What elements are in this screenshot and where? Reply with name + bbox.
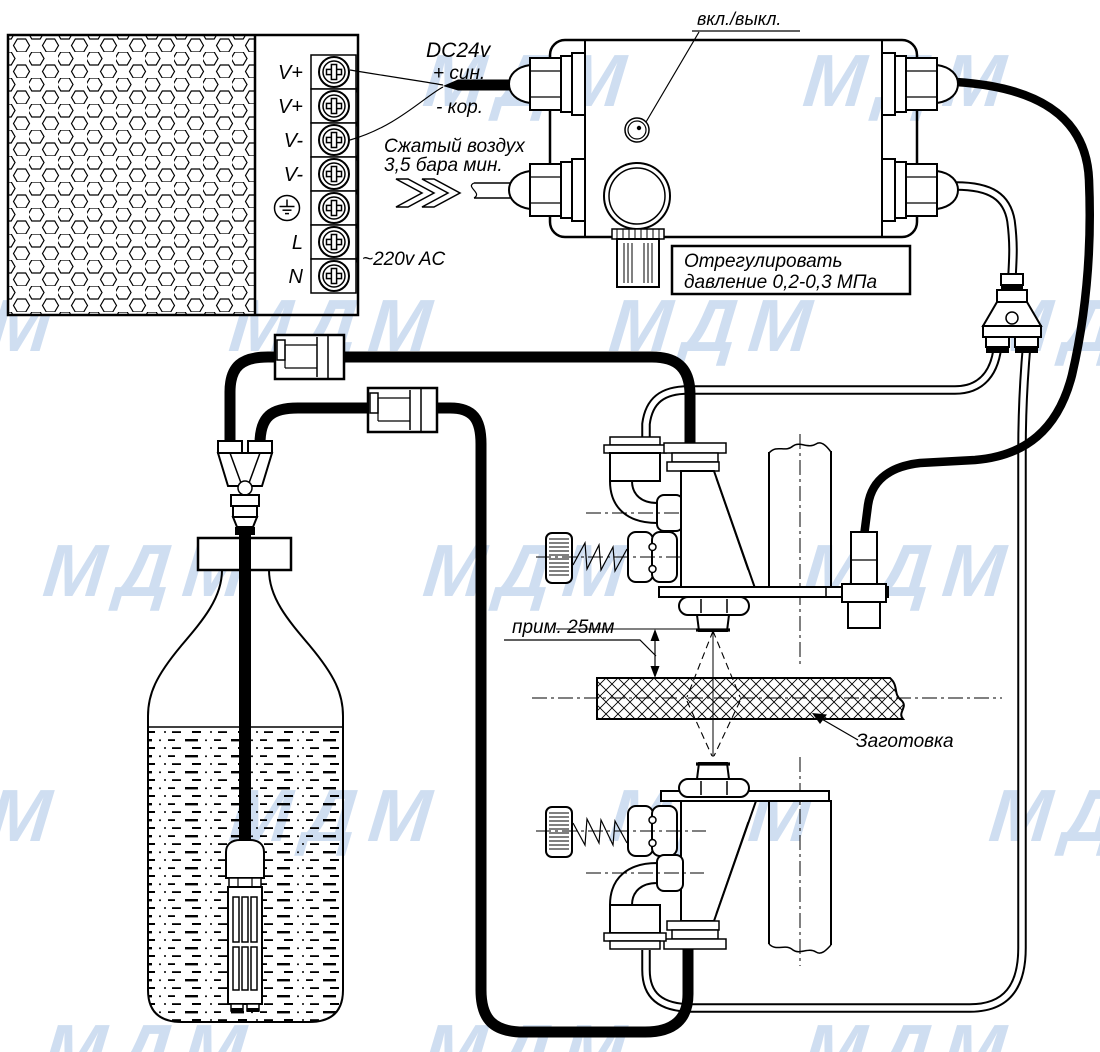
spray-distance-label: прим. 25мм: [512, 617, 614, 638]
wire-negative-label: - кор.: [436, 97, 483, 118]
terminal-label: V-: [284, 130, 304, 152]
elbow-fitting: [586, 436, 704, 532]
mounting-bracket: [658, 586, 889, 598]
mains-label: ~220v AC: [362, 249, 446, 270]
dc-wiring: [349, 69, 516, 141]
sensor-cable: [859, 77, 1094, 537]
terminal-label: N: [289, 266, 304, 288]
terminal-screw: [310, 258, 357, 294]
mounting-post: [768, 757, 832, 966]
workpiece: [532, 677, 1002, 741]
wire-v-minus: [349, 86, 444, 141]
wire-positive-label: + син.: [433, 63, 485, 84]
cable-gland: [881, 158, 960, 222]
pressure-regulator: [603, 162, 671, 288]
elbow-fitting: [586, 854, 704, 950]
terminal-screw: [310, 54, 357, 90]
terminal-screw: [310, 190, 357, 226]
air-supply-label: Сжатый воздух: [384, 136, 526, 157]
suction-filter: [225, 839, 265, 1012]
terminal-label: V-: [284, 164, 304, 186]
air-arrow-icon: [421, 178, 462, 208]
dc-cable: [443, 79, 516, 91]
hose-coupling: [273, 333, 346, 381]
power-led-icon: [624, 117, 650, 143]
mounting-post: [768, 434, 832, 668]
regulator-collar: [611, 228, 665, 240]
air-y-tee: [981, 273, 1043, 353]
bottle-outline: [147, 569, 344, 1023]
on-off-label: вкл./выкл.: [697, 9, 781, 29]
leader-line: [819, 717, 859, 741]
terminal-label: V+: [278, 96, 303, 118]
cable-gland: [881, 52, 960, 116]
text-labels: V+ V+ V- V- L N DC24v + син. - кор. Сжат…: [278, 9, 954, 752]
liquid-hose-upper: [224, 351, 696, 446]
cable-gland: [507, 52, 586, 116]
cable-gland: [507, 158, 586, 222]
terminal-screw: [310, 122, 357, 158]
air-inlet: [395, 178, 514, 208]
leader-line: [645, 31, 700, 123]
air-arrow-icon: [395, 178, 436, 208]
dimension-25mm: [504, 628, 698, 678]
bottle-y-tee: [216, 440, 274, 535]
pressure-note-box: [670, 244, 912, 296]
nozzle-body: [680, 470, 758, 592]
hose-coupling: [366, 386, 439, 434]
terminal-block: [310, 54, 357, 294]
dc-voltage-label: DC24v: [426, 39, 492, 62]
pressure-note-line1: Отрегулировать: [684, 251, 843, 272]
spray-cones: [686, 630, 741, 757]
adjustment-knob: [536, 805, 706, 858]
terminal-label: V+: [278, 62, 303, 84]
terminal-screw: [310, 224, 357, 260]
liquid-bottle: [147, 440, 344, 1023]
spray-nozzle-upper: [536, 436, 889, 632]
adjustment-knob: [536, 531, 706, 584]
liquid-hose-lower: [254, 402, 694, 1038]
terminal-screw: [310, 156, 357, 192]
psu-outline: [6, 33, 360, 317]
power-supply-unit: [6, 33, 360, 317]
hose-break-symbol: [470, 182, 478, 199]
perforated-grille: [9, 36, 254, 314]
nozzle-body: [680, 800, 758, 922]
air-hoses: [641, 181, 1032, 1013]
workpiece-label: Заготовка: [856, 731, 954, 752]
earth-ground-icon: [273, 194, 301, 222]
wire-v-plus: [349, 69, 444, 86]
terminal-label: L: [292, 232, 303, 254]
control-unit-body: [548, 38, 919, 239]
leader-arrowhead: [812, 713, 827, 724]
liquid-hoses: [224, 351, 696, 1038]
control-unit: [507, 31, 960, 296]
proximity-sensor: [841, 531, 887, 629]
spring: [572, 816, 628, 848]
air-supply-label: 3,5 бара мин.: [384, 155, 503, 176]
terminal-screw: [310, 88, 357, 124]
regulator-knob: [616, 238, 660, 288]
pressure-note-line2: давление 0,2-0,3 МПа: [684, 272, 877, 293]
spray-nozzle-lower: [536, 762, 830, 950]
